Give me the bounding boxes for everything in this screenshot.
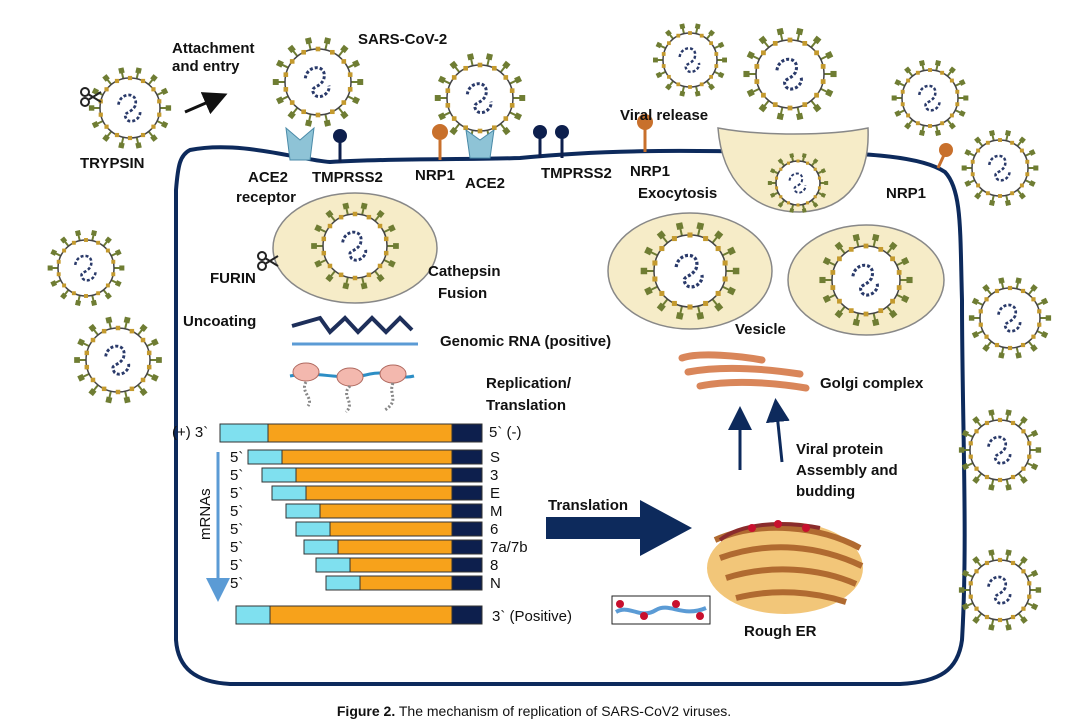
genome-left-label: (+) 3` (172, 424, 208, 441)
cell-membrane (174, 145, 967, 686)
genome-bottom-label: 3` (Positive) (492, 608, 572, 625)
mrna-name: N (490, 575, 501, 592)
uncoating-rna (291, 315, 414, 336)
translation-arrow (546, 500, 692, 556)
virus-icon (47, 230, 125, 306)
caption-text: The mechanism of replication of SARS-CoV… (395, 703, 731, 719)
nrp1-receptor (432, 124, 448, 160)
tmprss2-label: TMPRSS2 (312, 169, 383, 186)
genome-right-label: 5` (-) (489, 424, 522, 441)
mrna-prefix: 5` (230, 467, 243, 484)
virus-icon (74, 316, 162, 404)
mrna-bar (315, 557, 483, 573)
caption-bold: Figure 2. (337, 703, 395, 719)
virus-icon (767, 153, 829, 213)
virus-icon (272, 37, 364, 127)
virus-icon (961, 130, 1039, 206)
nrp1-label: NRP1 (886, 185, 926, 202)
cathepsin-fusion-label: Cathepsin Fusion (428, 263, 505, 302)
trypsin-label: TRYPSIN (80, 155, 144, 172)
mrna-prefix: 5` (230, 503, 243, 520)
golgi-label: Golgi complex (820, 375, 924, 392)
mrna-bar (285, 503, 483, 519)
uncoating-label: Uncoating (183, 313, 256, 330)
mrna-name: E (490, 485, 500, 502)
virus-icon (819, 233, 913, 327)
mrna-bar (303, 539, 483, 555)
nrp1-label: NRP1 (630, 163, 670, 180)
virus-icon (891, 60, 969, 136)
virus-icon (968, 277, 1052, 359)
scissors-icon (80, 87, 102, 107)
protein-strip (611, 595, 711, 625)
exocytosis-label: Exocytosis (638, 185, 717, 202)
mrna-row-labels: 5` S 5` 3 5` E 5` M 5` 6 5` 7a/7b 5` 8 5` N (230, 449, 528, 592)
arrow-up-icon (765, 398, 790, 463)
mrna-bar (271, 485, 483, 501)
virus-icon (743, 27, 837, 121)
tmprss2-receptor (533, 125, 569, 158)
scissors-icon (257, 251, 279, 271)
virus-icon (640, 222, 740, 320)
mrna-name: 7a/7b (490, 539, 528, 556)
mrna-prefix: 5` (230, 521, 243, 538)
mrna-prefix: 5` (230, 557, 243, 574)
ace2-receptor (285, 126, 495, 161)
viral-protein-label: Viral protein Assembly and budding (796, 441, 902, 500)
tmprss2-label: TMPRSS2 (541, 165, 612, 182)
mrna-prefix: 5` (230, 485, 243, 502)
mrna-bars (219, 423, 483, 625)
virus-icon (88, 67, 172, 149)
nrp1-label: NRP1 (415, 167, 455, 184)
genomic-rna-label: Genomic RNA (positive) (440, 333, 611, 350)
mrna-bar (261, 467, 483, 483)
virus-particles (47, 23, 1052, 631)
virus-icon (653, 23, 727, 97)
translation-label: Translation (548, 497, 628, 514)
sars-label: SARS-CoV-2 (358, 31, 447, 48)
vesicle-label: Vesicle (735, 321, 786, 338)
mrna-prefix: 5` (230, 575, 243, 592)
rough-er-label: Rough ER (744, 623, 817, 640)
nrp1-receptor (936, 143, 953, 169)
rough-er (707, 520, 864, 614)
mrna-bar (247, 449, 483, 465)
mrnas-label: mRNAs (197, 488, 214, 540)
nrp1-receptor (637, 114, 653, 152)
genome-bar (219, 423, 483, 443)
positive-genome-bar (235, 605, 483, 625)
mrna-name: S (490, 449, 500, 466)
attachment-label: Attachment and entry (172, 40, 259, 75)
replication-label: Replication/ Translation (486, 375, 575, 414)
mrna-bar (325, 575, 483, 591)
furin-label: FURIN (210, 270, 256, 287)
mrna-prefix: 5` (230, 539, 243, 556)
attachment-arrow (184, 92, 228, 115)
ace2-label: ACE2 (465, 175, 505, 192)
figure-caption: Figure 2. The mechanism of replication o… (337, 703, 731, 719)
mrna-name: 3 (490, 467, 498, 484)
mrna-name: M (490, 503, 503, 520)
tmprss2-receptor (333, 129, 347, 162)
golgi-complex (678, 351, 810, 392)
mrna-bar (295, 521, 483, 537)
virus-icon (958, 549, 1042, 631)
viral-release-label: Viral release (620, 107, 708, 124)
virus-icon (311, 202, 399, 290)
mrna-name: 6 (490, 521, 498, 538)
virus-icon (958, 409, 1042, 491)
mrna-name: 8 (490, 557, 498, 574)
ace2-receptor-label: ACE2 receptor (236, 169, 296, 206)
virus-icon (434, 53, 526, 143)
mrna-prefix: 5` (230, 449, 243, 466)
ribosome-icon (289, 362, 415, 414)
